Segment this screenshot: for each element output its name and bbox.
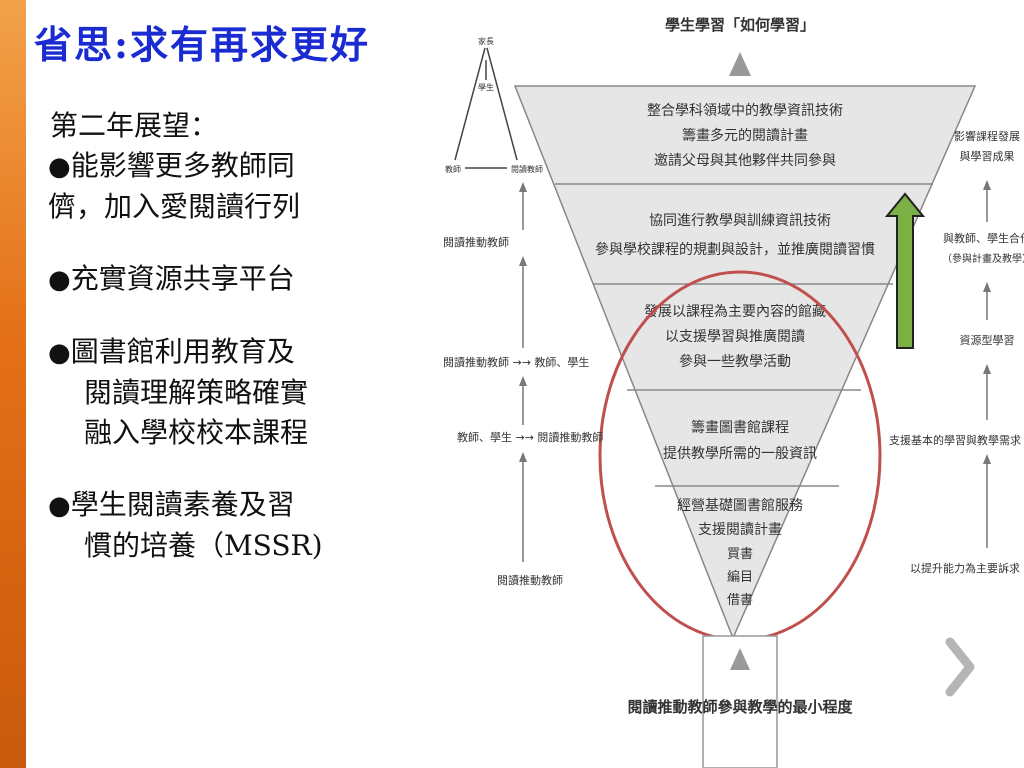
right-label: 與學習成果: [960, 149, 1015, 163]
level-line: 以支援學習與推廣閱讀: [665, 328, 805, 345]
level-line: 編目: [727, 569, 753, 585]
next-slide-chevron-icon[interactable]: [940, 632, 980, 702]
bullet-dot-icon: ●: [48, 265, 71, 295]
bullet-line: 圖書館利用教育及: [70, 335, 295, 368]
green-up-arrow-icon: [884, 192, 926, 349]
bullet-line: 充實資源共享平台: [70, 262, 295, 295]
right-label: （參與計畫及教學）: [942, 252, 1024, 265]
page-title: 省思:求有再求更好: [34, 22, 371, 67]
bullet-item: ●學生閱讀素養及習 慣的培養（MSSR): [48, 485, 410, 566]
bullet-line: 學生閱讀素養及習: [70, 488, 295, 521]
diagram-top-label: 學生學習「如何學習」: [665, 16, 815, 34]
left-arrowheads: [519, 182, 527, 462]
tiny-label-teacher: 教師: [445, 164, 461, 174]
bullet-dot-icon: ●: [48, 338, 71, 368]
up-triangle-icon: [729, 52, 751, 76]
bullet-line: 融入學校校本課程: [84, 416, 309, 449]
bullet-line: 慣的培養（MSSR): [84, 529, 323, 562]
bullet-item: ●圖書館利用教育及 閱讀理解策略確實 融入學校校本課程: [48, 332, 410, 453]
tiny-label-student: 學生: [478, 82, 494, 92]
right-label: 影響課程發展: [954, 129, 1020, 143]
level-line: 支援閱讀計畫: [698, 522, 782, 538]
funnel-dividers: [555, 183, 933, 487]
funnel-shape: [513, 85, 977, 640]
stakeholder-triangle: [454, 47, 518, 169]
level-line: 買書: [727, 547, 753, 562]
level-line: 參與學校課程的規劃與設計，並推廣閱讀習慣: [595, 241, 875, 258]
level-line: 參與一些教學活動: [679, 354, 791, 370]
funnel-level: 協同進行教學與訓練資訊技術 參與學校課程的規劃與設計，並推廣閱讀習慣: [595, 213, 875, 258]
library-role-funnel-diagram: 家長 學生 教師 閱讀教師 學生學習「如何學習」 整合學科領域中的教學資訊技術 …: [443, 16, 1024, 768]
level-line: 邀請父母與其他夥伴共同參與: [654, 153, 836, 169]
tiny-label-family: 家長: [478, 36, 494, 46]
level-line: 整合學科領域中的教學資訊技術: [647, 102, 843, 119]
bullet-line: 能影響更多教師同: [70, 149, 295, 182]
bullet-list: 第二年展望： ●能影響更多教師同 儕，加入愛閱讀行列 ●充實資源共享平台 ●圖書…: [48, 106, 410, 598]
bullet-line: 儕，加入愛閱讀行列: [48, 190, 301, 223]
left-label: 教師、學生 →→ 閱讀推動教師: [457, 430, 603, 444]
bullet-item: ●能影響更多教師同 儕，加入愛閱讀行列: [48, 146, 410, 227]
bullet-line: 閱讀理解策略確實: [84, 376, 309, 409]
funnel-level: 經營基礎圖書館服務 支援閱讀計畫 買書 編目 借書: [677, 497, 803, 608]
diagram-bottom-label: 閱讀推動教師參與教學的最小程度: [627, 698, 853, 716]
level-line: 籌畫多元的閱讀計畫: [682, 127, 808, 144]
subtitle: 第二年展望：: [50, 109, 219, 142]
left-label: 閱讀推動教師: [443, 235, 509, 249]
funnel-level: 整合學科領域中的教學資訊技術 籌畫多元的閱讀計畫 邀請父母與其他夥伴共同參與: [647, 102, 843, 169]
level-line: 協同進行教學與訓練資訊技術: [649, 213, 831, 229]
level-line: 籌畫圖書館課程: [691, 419, 789, 436]
up-triangle-icon: [730, 648, 750, 670]
level-line: 發展以課程為主要內容的館藏: [644, 303, 826, 320]
tiny-label-reading-teacher: 閱讀教師: [511, 164, 543, 174]
right-label: 以提升能力為主要訴求: [910, 561, 1020, 575]
bullet-dot-icon: ●: [48, 491, 71, 521]
right-label: 與教師、學生合作: [943, 231, 1024, 245]
funnel-level: 籌畫圖書館課程 提供教學所需的一般資訊: [663, 419, 817, 462]
left-label: 閱讀推動教師 →→ 教師、學生: [443, 355, 589, 369]
left-label: 閱讀推動教師: [497, 573, 563, 587]
accent-bar: [0, 0, 26, 768]
right-arrowheads: [983, 180, 991, 464]
level-line: 提供教學所需的一般資訊: [663, 446, 817, 462]
level-line: 經營基礎圖書館服務: [677, 497, 803, 514]
funnel-level: 發展以課程為主要內容的館藏 以支援學習與推廣閱讀 參與一些教學活動: [644, 303, 826, 370]
bullet-dot-icon: ●: [48, 152, 71, 182]
right-label: 支援基本的學習與教學需求: [889, 433, 1021, 447]
level-line: 借書: [727, 593, 753, 608]
bullet-item: ●充實資源共享平台: [48, 259, 410, 300]
right-label: 資源型學習: [960, 333, 1015, 347]
